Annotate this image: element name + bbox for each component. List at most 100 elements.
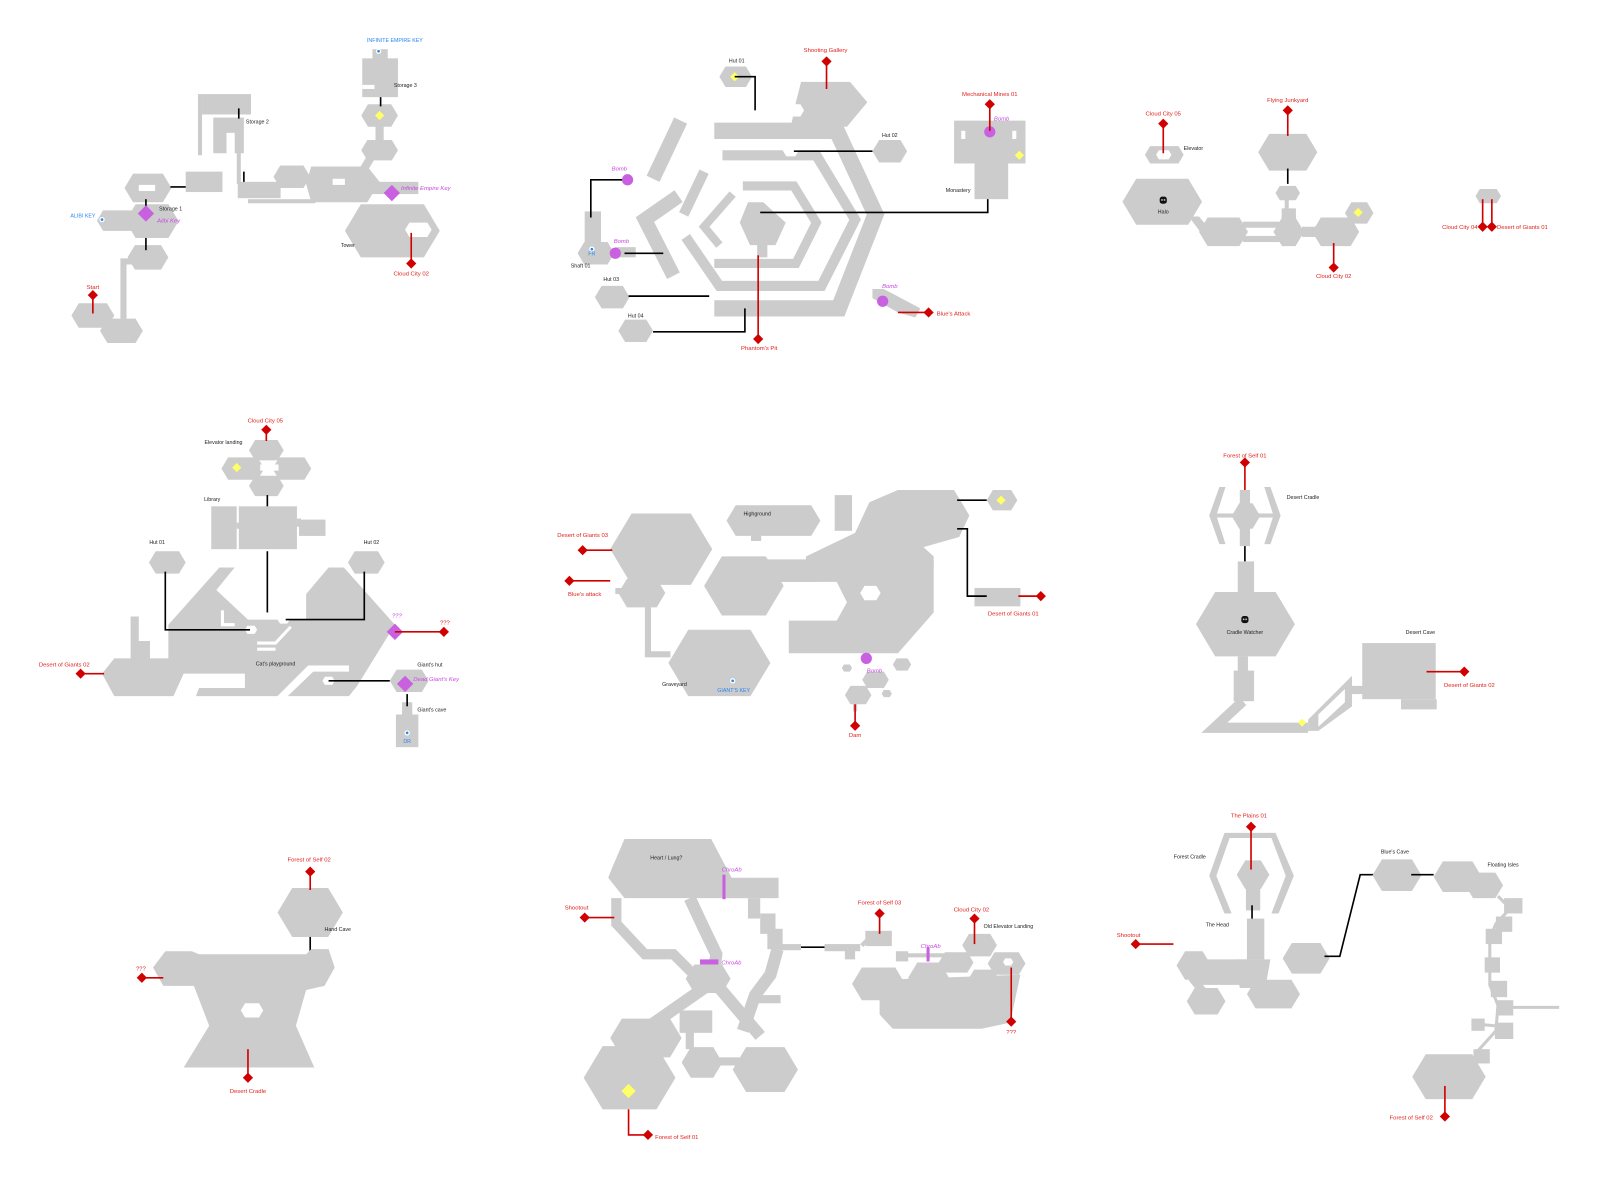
- room-rect: [615, 587, 652, 595]
- exit-diamond-icon: [1006, 1016, 1017, 1027]
- room-hex: [1465, 872, 1504, 899]
- bomb-icon: [609, 247, 621, 259]
- exit-diamond-icon: [969, 913, 980, 924]
- room-hex: [892, 658, 912, 671]
- exit-diamond-icon: [579, 912, 590, 923]
- room-rect: [238, 506, 297, 550]
- room-label: Blue's Cave: [1381, 849, 1409, 855]
- cutout: [785, 104, 805, 117]
- bomb-label: Bomb: [994, 117, 1010, 123]
- save-point-icon: [1297, 718, 1307, 727]
- room-rect: [747, 898, 761, 919]
- room-area: [772, 490, 970, 654]
- room-rect: [679, 1010, 713, 1033]
- exit-label: The Plains 01: [1231, 814, 1267, 820]
- room-hex: [1186, 987, 1226, 1015]
- room-hex: [1282, 943, 1330, 974]
- item-label: ChroAb: [722, 868, 743, 874]
- corridor: [679, 169, 709, 217]
- exit-label: Forest of Self 03: [858, 900, 902, 906]
- room-label: Cradle Watcher: [1227, 630, 1264, 636]
- corridor: [684, 895, 723, 971]
- exit-diamond-icon: [577, 545, 588, 556]
- room-rect: [298, 519, 326, 536]
- room-rect: [719, 1057, 740, 1066]
- room-label: Storage 3: [394, 83, 417, 89]
- exit-diamond-icon: [753, 333, 764, 345]
- room-hex: [100, 318, 143, 344]
- room-label: Graveyard: [662, 682, 687, 688]
- room-label: Desert Cradle: [1287, 495, 1320, 501]
- room-label: Floating Isles: [1487, 863, 1519, 869]
- room-label: Hut 04: [628, 314, 644, 320]
- exit-diamond-icon: [1035, 591, 1046, 602]
- room-rect: [644, 605, 652, 657]
- room-rect: [750, 995, 781, 1004]
- room-hex: [862, 671, 889, 688]
- exit-label: Cloud City 05: [1146, 112, 1182, 118]
- room-label: Monastery: [946, 188, 971, 194]
- exit-label: Shootout: [565, 905, 589, 911]
- room-rect: [1237, 561, 1255, 595]
- corridor: [257, 625, 292, 645]
- exit-diamond-icon: [850, 720, 861, 731]
- room-hex: [1195, 592, 1295, 657]
- room-label: Hut 02: [882, 133, 898, 139]
- room-rect: [185, 171, 223, 193]
- room-rect: [906, 953, 958, 958]
- room-hex: [273, 165, 311, 188]
- cutout: [322, 676, 335, 685]
- room-hex: [577, 242, 615, 265]
- key-dot-icon: [590, 247, 594, 251]
- room-rect: [1485, 928, 1503, 945]
- corridor: [1201, 697, 1309, 733]
- item-label: Dead Giant's Key: [413, 677, 460, 683]
- exit-diamond-icon: [1282, 105, 1293, 116]
- bomb-icon: [860, 652, 872, 664]
- save-point-icon: [1353, 207, 1363, 218]
- room-hex: [1258, 133, 1318, 171]
- exit-label: Mechanical Mines 01: [962, 92, 1017, 98]
- room-area: [739, 202, 786, 258]
- room-rect: [1471, 1018, 1485, 1031]
- room-hex: [844, 685, 872, 705]
- room-hex: [1312, 217, 1360, 247]
- connector-line: [285, 571, 366, 621]
- room-hex: [1198, 217, 1248, 247]
- exit-label: Desert of Giants 01: [1497, 225, 1548, 231]
- cutout: [860, 585, 881, 601]
- room-hex: [1273, 217, 1305, 247]
- map-panel-8: Heart / Lung? ChroAb Shootout ChroAb For…: [565, 855, 1033, 1141]
- room-rect: [895, 951, 909, 962]
- room-rect: [824, 944, 861, 952]
- room-label: Elevator landing: [204, 440, 242, 446]
- room-hex: [618, 319, 654, 343]
- exit-diamond-icon: [984, 99, 995, 110]
- room-rect: [237, 181, 281, 199]
- cutout: [226, 132, 235, 174]
- room-rect: [974, 587, 1021, 607]
- room-hex: [610, 513, 713, 585]
- room-label: Giant's cave: [417, 707, 446, 713]
- corridor: [714, 181, 822, 269]
- exit-label: Forest of Self 01: [1223, 453, 1266, 459]
- exit-label: Dam: [849, 733, 862, 739]
- room-rect: [584, 211, 602, 243]
- room-label: Halo: [1158, 209, 1169, 215]
- room-rect: [700, 959, 719, 965]
- room-hex: [127, 245, 169, 270]
- exit-label: Cloud City 02: [954, 907, 989, 913]
- room-area: [790, 81, 868, 127]
- room-rect: [1233, 670, 1255, 702]
- key-label: FR: [588, 251, 595, 257]
- skull-icon: [1159, 196, 1167, 204]
- room-rect: [211, 506, 237, 550]
- room-label: Old Elevator Landing: [984, 924, 1034, 930]
- room-rect: [644, 651, 671, 658]
- room-hex: [841, 664, 853, 672]
- room-hex: [71, 303, 115, 328]
- room-rect: [197, 94, 203, 156]
- room-label: Cat's playground: [256, 662, 296, 668]
- room-hex: [583, 1046, 676, 1110]
- room-rect: [236, 132, 241, 184]
